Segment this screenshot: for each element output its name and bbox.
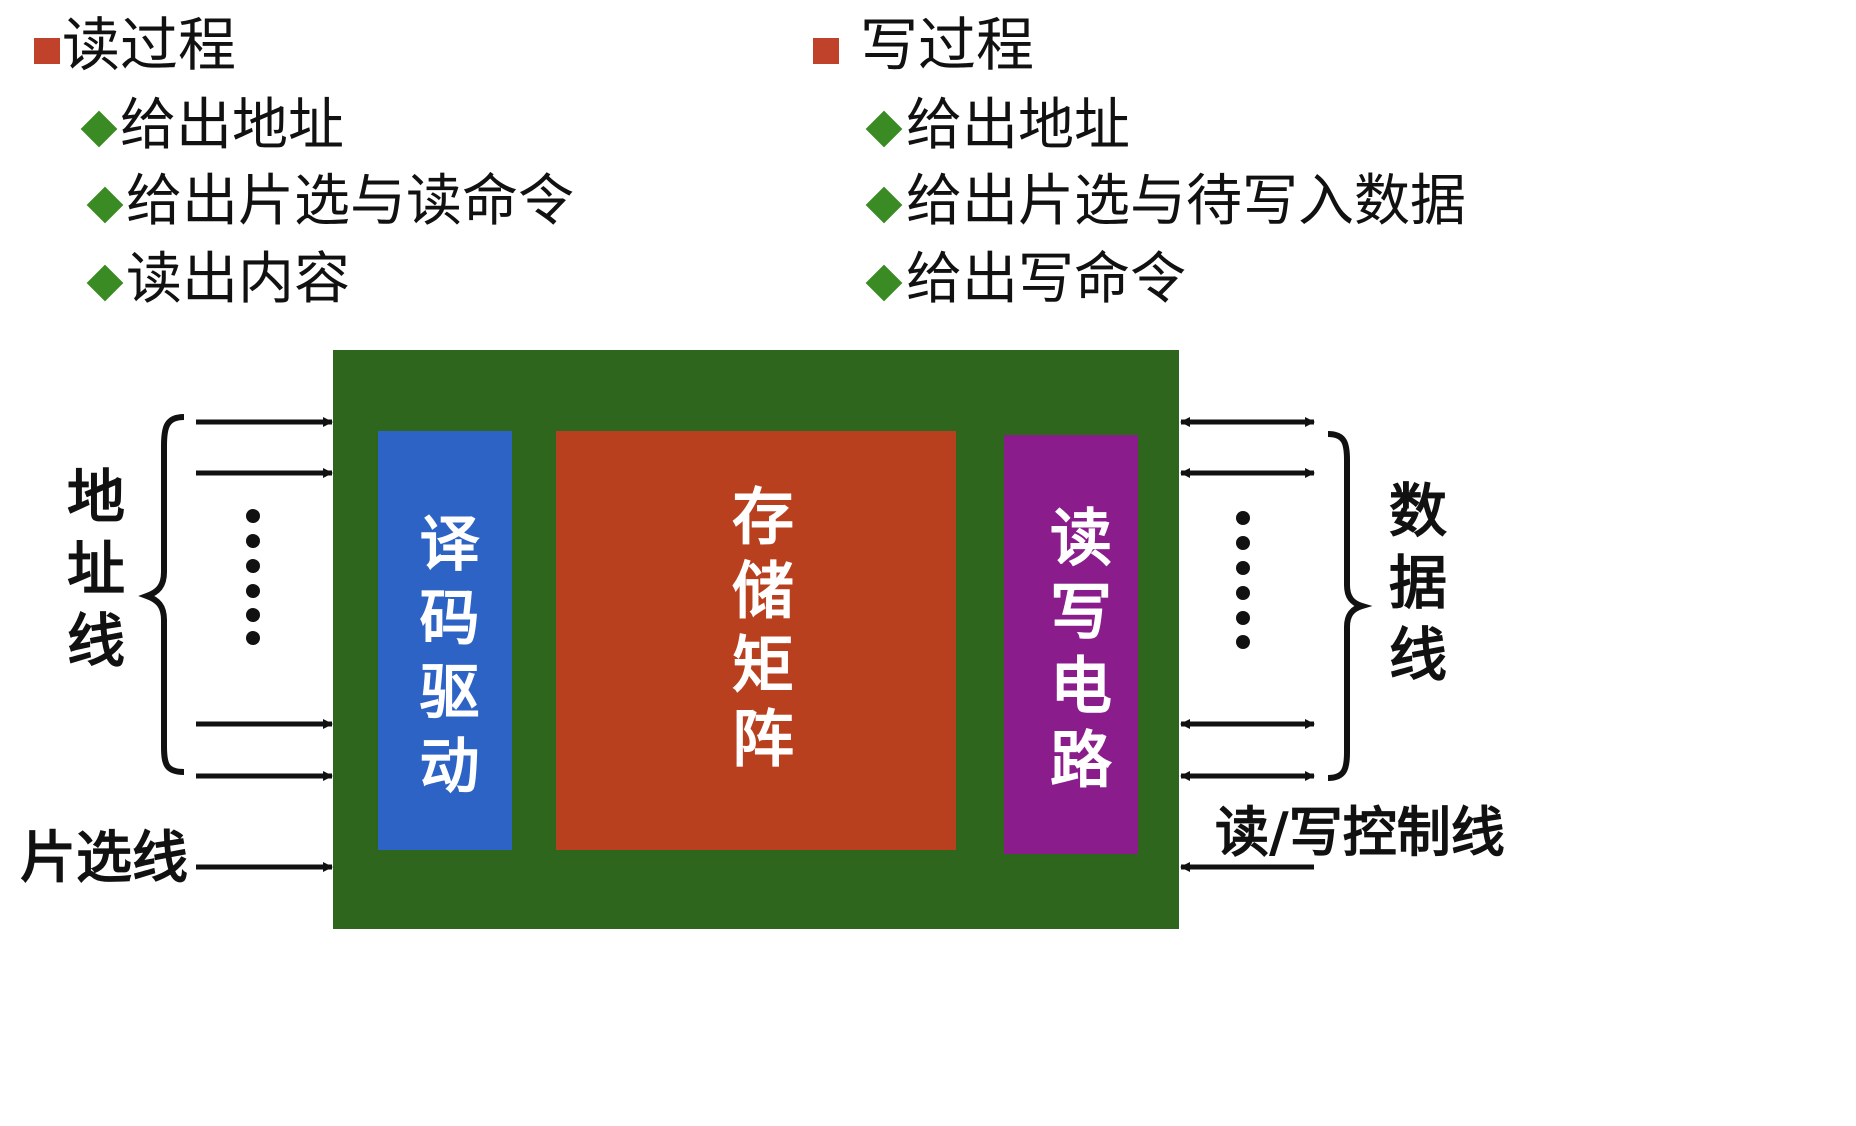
data-brace-icon (1327, 431, 1373, 781)
decoder-label: 译码驱动 (409, 512, 479, 808)
write-section-bullet-icon (813, 38, 839, 64)
read-step-2: 给出片选与读命令 (126, 169, 574, 234)
write-step-2: 给出片选与待写入数据 (906, 169, 1466, 234)
rw-control-label: 读/写控制线 (1215, 800, 1505, 864)
storage-matrix-block (556, 431, 956, 850)
read-process-title: 读过程 (62, 11, 237, 79)
address-ellipsis-dots (246, 509, 260, 645)
write-process-title: 写过程 (860, 11, 1035, 79)
address-brace-icon (138, 414, 185, 775)
read-write-circuit-block (1004, 435, 1138, 854)
chip-select-label: 片选线 (20, 825, 188, 891)
data-lines-label: 数据线 (1379, 480, 1447, 696)
read-step-3: 读出内容 (126, 247, 350, 312)
write-step-1: 给出地址 (906, 93, 1130, 158)
rw-circuit-label: 读写电路 (1039, 505, 1112, 801)
read-step-1: 给出地址 (120, 93, 344, 158)
address-lines-label: 地址线 (57, 466, 125, 682)
data-ellipsis-dots (1236, 511, 1250, 649)
write-step-3: 给出写命令 (906, 247, 1186, 312)
read-section-bullet-icon (34, 38, 60, 64)
decoder-driver-block (378, 431, 512, 850)
matrix-label: 存储矩阵 (721, 484, 794, 780)
